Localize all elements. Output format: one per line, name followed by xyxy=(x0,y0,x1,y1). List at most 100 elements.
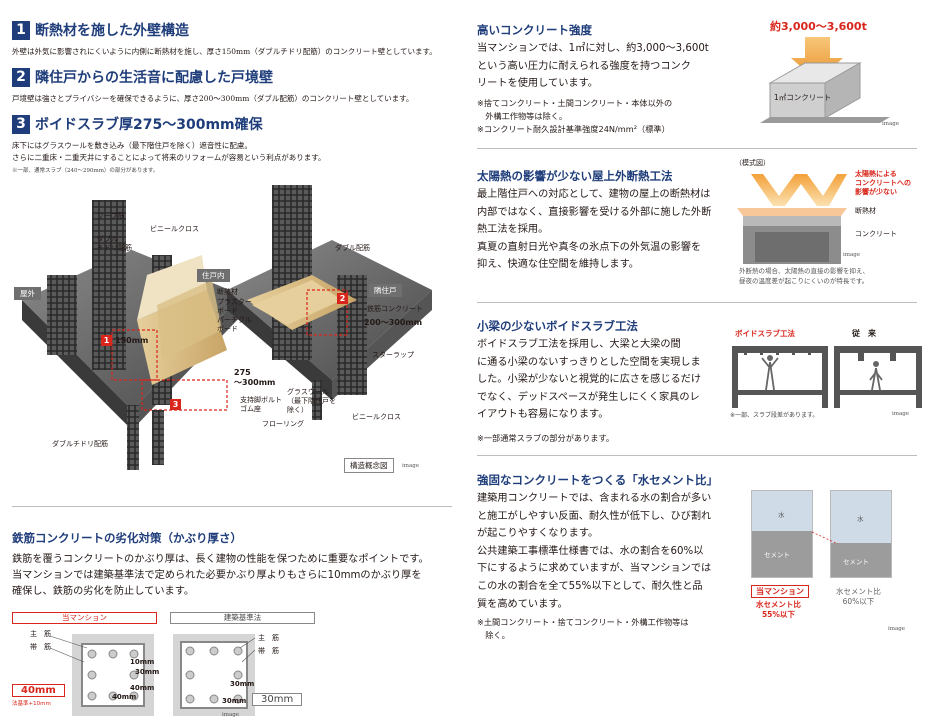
void-section: 小梁の少ないボイドスラブ工法 ボイドスラブ工法を採用し、大梁と大梁の間 に通る小… xyxy=(477,318,727,445)
void-fig-right-label: 従 来 xyxy=(852,329,876,338)
cover-tab-left: 当マンション xyxy=(12,612,157,624)
cover-fig-right: 主 筋 帯 筋 30mm 30mm 30mm image xyxy=(170,626,320,726)
beaker-right-water: 水 xyxy=(857,515,864,523)
section-1-badge: 1 xyxy=(12,20,30,40)
beaker-left-cement: セメント xyxy=(764,551,790,559)
section-3-note: ※一部、通常スラブ（240〜290mm）の部分があります。 xyxy=(12,168,159,174)
cover-body-1: 鉄筋を覆うコンクリートのかぶり厚は、長く建物の性能を保つために重要なポイントです… xyxy=(12,554,429,565)
beaker-left-water: 水 xyxy=(778,511,785,519)
roof-concrete-label: コンクリート xyxy=(855,230,897,238)
strength-cube-label: 1㎡コンクリート xyxy=(774,93,832,102)
cover-right-dim-a: 30mm xyxy=(230,680,255,688)
lbl-insulation: 断熱材 xyxy=(217,288,238,296)
lbl-outside: 屋外 xyxy=(14,287,41,300)
lbl-vinyl-bottom: ビニールクロス xyxy=(352,413,401,421)
lbl-support-bolt: 支持脚ボルト ゴム座 xyxy=(240,396,282,413)
lbl-glass-wool: グラスウール （最下階住戸を 除く） xyxy=(287,388,336,414)
section-1-title: 1 断熱材を施した外壁構造 xyxy=(12,20,452,40)
cover-section: 鉄筋コンクリートの劣化対策（かぶり厚さ） 鉄筋を覆うコンクリートのかぶり厚は、長… xyxy=(12,530,452,600)
lbl-star-wrap: スターラップ xyxy=(372,351,414,359)
void-image-tag: image xyxy=(892,411,910,417)
water-image-tag: image xyxy=(888,626,906,632)
section-2-badge: 2 xyxy=(12,67,30,87)
arrow-down-icon xyxy=(791,37,843,81)
person-icon xyxy=(761,357,779,391)
lbl-double-chidori-bottom: ダブルチドリ配筋 xyxy=(52,440,108,448)
water-right-ratio: 水セメント比 60%以下 xyxy=(836,587,881,606)
cover-image-tag: image xyxy=(222,712,240,718)
void-figure: ボイドスラブ工法 従 来 ※一部、スラブ段差があります。 image xyxy=(730,328,925,423)
section-2-title: 2 隣住戸からの生活音に配慮した戸境壁 xyxy=(12,67,452,87)
void-body: ボイドスラブ工法を採用し、大梁と大梁の間 に通る小梁のないすっきりとした空間を実… xyxy=(477,339,702,421)
lbl-thick-150: 150mm xyxy=(115,336,149,345)
cover-hoop-right: 帯 筋 xyxy=(258,647,279,655)
cover-left-sub: 法基準+10mm xyxy=(12,701,51,707)
section-2: 2 隣住戸からの生活音に配慮した戸境壁 戸境壁は強さとプライバシーを確保できるよ… xyxy=(12,67,452,105)
dim-box-150 xyxy=(111,329,158,381)
cover-title: 鉄筋コンクリートの劣化対策（かぶり厚さ） xyxy=(12,531,242,545)
structure-diagram: フープ筋 ダブル チドリ配筋 ビニールクロス ダブル配筋 屋外 住戸内 隣住戸 … xyxy=(12,180,452,475)
lbl-unit: 住戸内 xyxy=(197,269,230,282)
lbl-rebar-concrete: 鉄筋コンクリート xyxy=(367,305,423,313)
cover-dim-a: 10mm xyxy=(130,658,155,666)
right-column-rebar xyxy=(272,185,312,360)
water-body: 建築用コンクリートでは、含まれる水の割合が多い と施工がしやすい反面、耐久性が低… xyxy=(477,493,712,610)
lbl-plaster: プラスター ボード xyxy=(217,298,252,315)
diagram-image-tag: image xyxy=(402,463,420,469)
strength-image-tag: image xyxy=(882,121,900,127)
section-3-body-2: さらに二重床・二重天井にすることによって将来のリフォームが容易という利点がありま… xyxy=(12,153,326,162)
beaker-right: 水 セメント xyxy=(830,490,892,578)
roof-figure: （模式図） 太陽熱による コンクリートへの 影響が少ない 断熱材 コンクリート … xyxy=(735,156,925,296)
section-3: 3 ボイドスラブ厚275〜300mm確保 床下にはグラスウールを敷き込み（最下階… xyxy=(12,114,452,174)
right-divider-1 xyxy=(477,148,917,149)
strength-notes: ※捨てコンクリート・土間コンクリート・本体以外の 外構工作物等は除く。 ※コンク… xyxy=(477,97,673,134)
strength-body: 当マンションでは、1㎡に対し、約3,000〜3,600t という高い圧力に耐えら… xyxy=(477,43,709,90)
left-divider xyxy=(12,506,452,507)
water-title: 強固なコンクリートをつくる「水セメント比」 xyxy=(477,473,719,487)
strength-value: 約3,000〜3,600t xyxy=(770,20,867,33)
section-1: 1 断熱材を施した外壁構造 外壁は外気に影響されにくいように内側に断熱材を施し、… xyxy=(12,20,452,58)
section-3-body-1: 床下にはグラスウールを敷き込み（最下階住戸を除く）遮音性に配慮。 xyxy=(12,141,252,150)
conventional-diagram xyxy=(834,346,922,408)
badge-2: 2 xyxy=(337,293,348,304)
roof-section: 太陽熱の影響が少ない屋上外断熱工法 最上階住戸への対応として、建物の屋上の断熱材… xyxy=(477,168,727,274)
cover-fig-left: 主 筋 帯 筋 10mm 30mm 40mm 40mm 40mm 法基準+10m… xyxy=(12,626,162,726)
badge-1: 1 xyxy=(101,335,112,346)
water-figure: 水 セメント 水 セメント 当マンション 水セメント比 55%以下 水セメント比… xyxy=(748,490,923,632)
beaker-left: 水 セメント xyxy=(751,490,813,578)
dim-box-275 xyxy=(141,379,228,411)
dim-box-200 xyxy=(306,289,348,336)
roof-figure-tag: （模式図） xyxy=(735,159,770,167)
diagram-caption: 構造概念図 xyxy=(344,458,394,473)
cover-right-dim-b: 30mm xyxy=(222,697,247,705)
roof-insulation-label: 断熱材 xyxy=(855,207,876,215)
section-3-title: 3 ボイドスラブ厚275〜300mm確保 xyxy=(12,114,452,134)
void-fig-note: ※一部、スラブ段差があります。 xyxy=(730,412,819,419)
cover-dim-b: 30mm xyxy=(135,668,160,676)
water-notes: ※土間コンクリート・捨てコンクリート・外構工作物等は 除く。 xyxy=(477,617,689,641)
cover-body-3: 確保し、鉄筋の劣化を防止しています。 xyxy=(12,586,195,597)
cover-left-big: 40mm xyxy=(12,684,65,697)
lbl-double-bar: ダブル配筋 xyxy=(335,244,370,252)
water-left-tag: 当マンション xyxy=(751,585,809,598)
section-3-badge: 3 xyxy=(12,114,30,134)
section-1-body: 外壁は外気に影響されにくいように内側に断熱材を施し、厚さ150mm（ダブルチドリ… xyxy=(12,47,437,56)
lbl-thick-275: 275 〜300mm xyxy=(234,368,276,387)
structure-diagram-svg xyxy=(22,185,432,470)
cover-main-right: 主 筋 xyxy=(258,634,279,642)
lbl-thick-200: 200〜300mm xyxy=(364,318,423,327)
strength-section: 高いコンクリート強度 当マンションでは、1㎡に対し、約3,000〜3,600t … xyxy=(477,22,727,136)
strength-figure: 約3,000〜3,600t 1㎡コンクリート image xyxy=(760,18,920,133)
roof-image-tag: image xyxy=(843,252,861,258)
person-icon-2 xyxy=(869,367,883,391)
water-left-ratio: 水セメント比 55%以下 xyxy=(756,600,801,619)
right-divider-2 xyxy=(477,302,917,303)
water-section: 強固なコンクリートをつくる「水セメント比」 建築用コンクリートでは、含まれる水の… xyxy=(477,472,732,642)
lbl-hoop: フープ筋 xyxy=(97,212,125,220)
section-2-body: 戸境壁は強さとプライバシーを確保できるように、厚さ200〜300mm（ダブル配筋… xyxy=(12,94,414,103)
cover-hoop-left: 帯 筋 xyxy=(30,643,51,651)
void-title: 小梁の少ないボイドスラブ工法 xyxy=(477,319,638,333)
lbl-double-chidori: ダブル チドリ配筋 xyxy=(97,235,132,252)
right-divider-3 xyxy=(477,455,917,456)
sun-ray-icon xyxy=(751,174,847,206)
